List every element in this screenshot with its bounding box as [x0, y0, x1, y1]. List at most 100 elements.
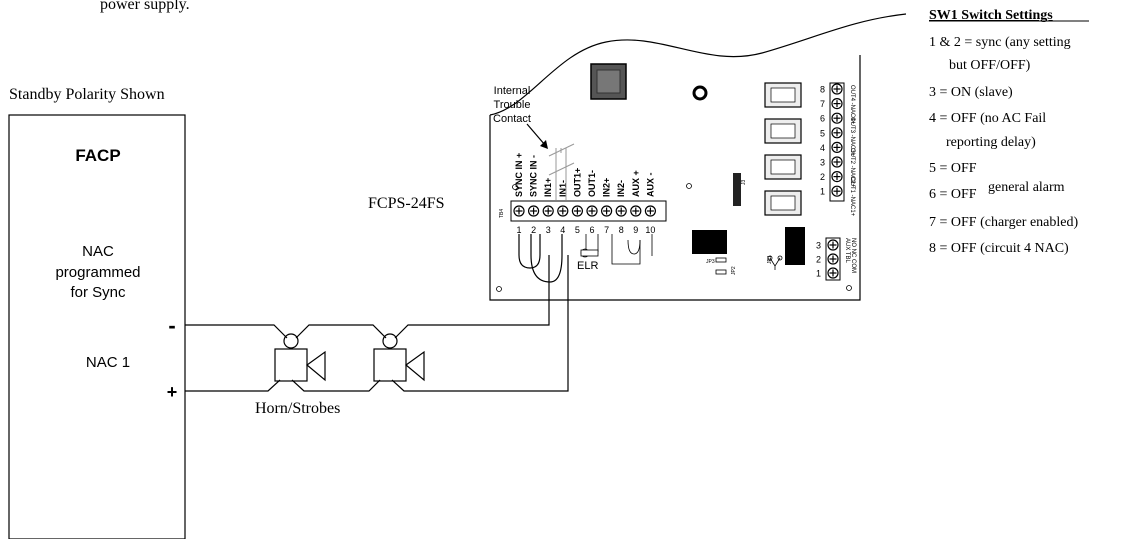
jp2-label: JP2 — [731, 266, 737, 275]
component-block — [692, 230, 727, 254]
jumper-loop-2-4 — [530, 234, 563, 283]
trouble-contact-symbol — [548, 143, 575, 200]
tb4-screw-terminal — [586, 205, 598, 217]
tb4-terminal-number: 4 — [560, 225, 565, 235]
nac-line-2: programmed — [55, 264, 140, 281]
aux-screw-terminal — [827, 267, 839, 279]
sw1-line: 8 = OFF (circuit 4 NAC) — [929, 241, 1069, 256]
jp1-jumper — [769, 257, 781, 270]
tb4-terminal-number: 7 — [604, 225, 609, 235]
sw1-line: general alarm — [988, 180, 1065, 195]
output-screw-terminal — [831, 141, 843, 153]
output-screw-terminal — [831, 127, 843, 139]
aux-trouble-block — [825, 237, 841, 281]
sw1-line: 5 = OFF — [929, 161, 977, 176]
out4-label: OUT4 -NAC4+ — [849, 85, 855, 125]
tb4-terminal-label: SYNC IN - — [529, 155, 539, 197]
facp-panel: FACP NAC programmed for Sync NAC 1 - + — [8, 114, 186, 540]
output-screw-terminal — [831, 185, 843, 197]
aux-terminal-number: 1 — [816, 269, 821, 279]
sw1-line: 7 = OFF (charger enabled) — [929, 215, 1078, 230]
strobe-circle — [283, 333, 299, 349]
trouble-arrow — [540, 140, 548, 149]
aux-terminal-number: 3 — [816, 241, 821, 251]
trouble-line-3: Contact — [493, 113, 531, 125]
tb4-terminal-label: SYNC IN + — [514, 153, 524, 197]
tb4-terminal-label: AUX + — [631, 170, 641, 197]
horn-icon — [306, 350, 326, 382]
relay — [764, 190, 802, 216]
tb4-terminal-number: 10 — [645, 225, 655, 235]
output-terminal-block — [829, 82, 845, 202]
terminal-jumpers — [518, 234, 653, 283]
output-screw-terminal — [831, 97, 843, 110]
output-terminal-number: 7 — [820, 99, 825, 109]
horn-strobe-1 — [274, 333, 326, 382]
tb4-terminal-number: 3 — [546, 225, 551, 235]
sw1-line: reporting delay) — [946, 135, 1036, 150]
relay — [764, 118, 802, 144]
tb4-terminal-number: 9 — [633, 225, 638, 235]
sw1-title: SW1 Switch Settings — [929, 8, 1053, 23]
aux-numbers: 3 2 1 — [816, 241, 821, 279]
tb4-terminal-label: IN1- — [558, 180, 568, 197]
aux-screw-terminal — [827, 253, 839, 265]
wire-pos-3 — [391, 255, 569, 392]
output-screw-terminal — [831, 171, 843, 183]
j3-header — [733, 173, 741, 206]
tb4-screw-terminal — [615, 205, 627, 217]
nac-name: NAC 1 — [86, 354, 130, 371]
wire-neg-3 — [394, 255, 550, 339]
tb4-screw-terminal — [527, 205, 540, 217]
aux-tbl-label: AUX TBL — [844, 238, 850, 264]
trouble-line-1: Internal — [494, 85, 531, 97]
tb4-screw-terminal — [644, 205, 657, 217]
component-block — [785, 227, 805, 265]
jp3-label: JP3 — [706, 259, 715, 265]
out2-label: OUT2 -NAC2+ — [849, 148, 855, 188]
tb4-label: TB4 — [499, 209, 505, 218]
strobe-circle — [382, 333, 398, 349]
nac-line-1: NAC — [82, 243, 114, 260]
standby-label: Standby Polarity Shown — [9, 86, 165, 103]
facp-box — [8, 114, 186, 540]
tb4-screw-terminal — [571, 205, 584, 217]
top-text: power supply. — [100, 0, 190, 13]
elr-label: ELR — [577, 260, 598, 272]
sw1-line: 6 = OFF — [929, 187, 977, 202]
j3-label: J3 — [741, 180, 747, 186]
output-screw-terminal — [831, 83, 843, 95]
out1-label: OUT1 -NAC1+ — [849, 177, 855, 217]
wire-neg-2 — [295, 324, 387, 339]
output-screw-terminal — [831, 156, 843, 168]
output-terminal-number: 2 — [820, 172, 825, 182]
tb4-screw-terminal — [557, 205, 569, 217]
aux-screw-terminal — [827, 239, 839, 251]
elr-resistor — [580, 248, 599, 258]
mounting-hole — [692, 85, 708, 101]
tb4-terminal-label: IN2- — [616, 180, 626, 197]
aux-nc-label: NO NC COM — [850, 238, 856, 273]
board-outline — [489, 55, 861, 301]
tb4-terminal-label: IN2+ — [602, 178, 612, 197]
tb4-terminal-number: 6 — [589, 225, 594, 235]
tb4-terminal-number: 1 — [516, 225, 521, 235]
horn-box — [274, 348, 308, 382]
tb4-screw-terminal — [513, 205, 525, 217]
output-terminal-number: 1 — [820, 187, 825, 197]
output-screw-terminal — [831, 112, 843, 124]
sw1-settings: SW1 Switch Settings 1 & 2 = sync (any se… — [929, 8, 1089, 256]
tb4-screw-terminal — [542, 205, 554, 217]
wire-pos-1 — [185, 379, 281, 392]
horn-icon — [405, 350, 425, 382]
horn-strobes-label: Horn/Strobes — [255, 400, 340, 417]
output-terminal-number: 5 — [820, 128, 825, 138]
tb4-screw-terminal — [600, 205, 613, 217]
tb4-terminal-label: IN1+ — [543, 178, 553, 197]
output-terminal-number: 8 — [820, 85, 825, 95]
relay — [764, 154, 802, 180]
aux-terminal-number: 2 — [816, 255, 821, 265]
output-terminal-number: 3 — [820, 158, 825, 168]
